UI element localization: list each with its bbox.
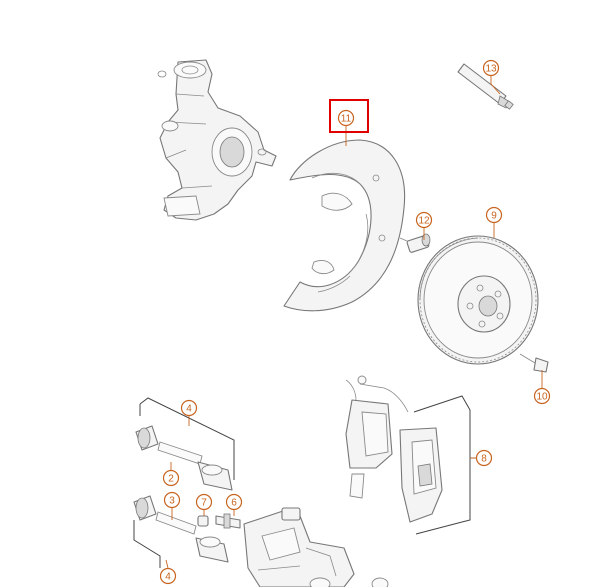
bracket-4-upper: [139, 397, 235, 480]
callout-7-ring: [195, 493, 213, 511]
callout-11[interactable]: 11: [329, 99, 369, 133]
callout-6-ring: [225, 493, 243, 511]
callout-10[interactable]: 10: [533, 387, 551, 405]
callout-2-label: 2: [168, 474, 174, 485]
callout-13-ring: [482, 59, 500, 77]
callout-4-upper[interactable]: 4: [180, 399, 198, 417]
callout-6-label: 6: [231, 498, 237, 509]
hex-bolt-12: [399, 233, 431, 253]
bleed-cap-7: [197, 515, 209, 527]
callout-6[interactable]: 6: [225, 493, 243, 511]
callout-4-lower-label: 4: [165, 572, 171, 583]
callout-10-ring: [533, 387, 551, 405]
steering-knuckle: [157, 59, 277, 221]
bracket-4-lower: [133, 520, 161, 568]
callout-8-ring: [475, 449, 493, 467]
callout-7[interactable]: 7: [195, 493, 213, 511]
callout-2[interactable]: 2: [162, 469, 180, 487]
callout-9-ring: [485, 206, 503, 224]
callout-11-label: 11: [341, 114, 352, 125]
callout-13-label: 13: [485, 64, 497, 75]
callout-4-upper-label: 4: [186, 404, 192, 415]
callout-12-label: 12: [418, 216, 430, 227]
callout-8[interactable]: 8: [475, 449, 493, 467]
callout-2-ring: [162, 469, 180, 487]
callout-7-label: 7: [201, 498, 207, 509]
callout-11-ring: [337, 109, 355, 127]
callout-11-highlight: [329, 99, 369, 133]
callout-10-label: 10: [536, 392, 548, 403]
brake-pad-set-8: [345, 375, 443, 523]
leader-lines: [165, 75, 543, 569]
callout-13[interactable]: 13: [482, 59, 500, 77]
brake-caliper-housing: [243, 507, 389, 587]
brake-disc-9: [417, 235, 539, 365]
callout-9[interactable]: 9: [485, 206, 503, 224]
guide-bush-set-upper: [135, 425, 233, 491]
callout-12-ring: [415, 211, 433, 229]
callout-4-lower-ring: [159, 567, 177, 585]
callout-3-label: 3: [169, 496, 175, 507]
callout-3[interactable]: 3: [163, 491, 181, 509]
grease-tube-13: [457, 63, 514, 110]
guide-bush-set-lower: [133, 495, 229, 563]
splash-plate: [283, 139, 406, 312]
callout-4-lower[interactable]: 4: [159, 567, 177, 585]
callout-9-label: 9: [491, 211, 497, 222]
callout-4-upper-ring: [180, 399, 198, 417]
callout-12[interactable]: 12: [415, 211, 433, 229]
callout-8-label: 8: [481, 454, 487, 465]
disc-screw-10: [519, 353, 549, 373]
bleed-valve-6: [215, 513, 241, 529]
callout-3-ring: [163, 491, 181, 509]
